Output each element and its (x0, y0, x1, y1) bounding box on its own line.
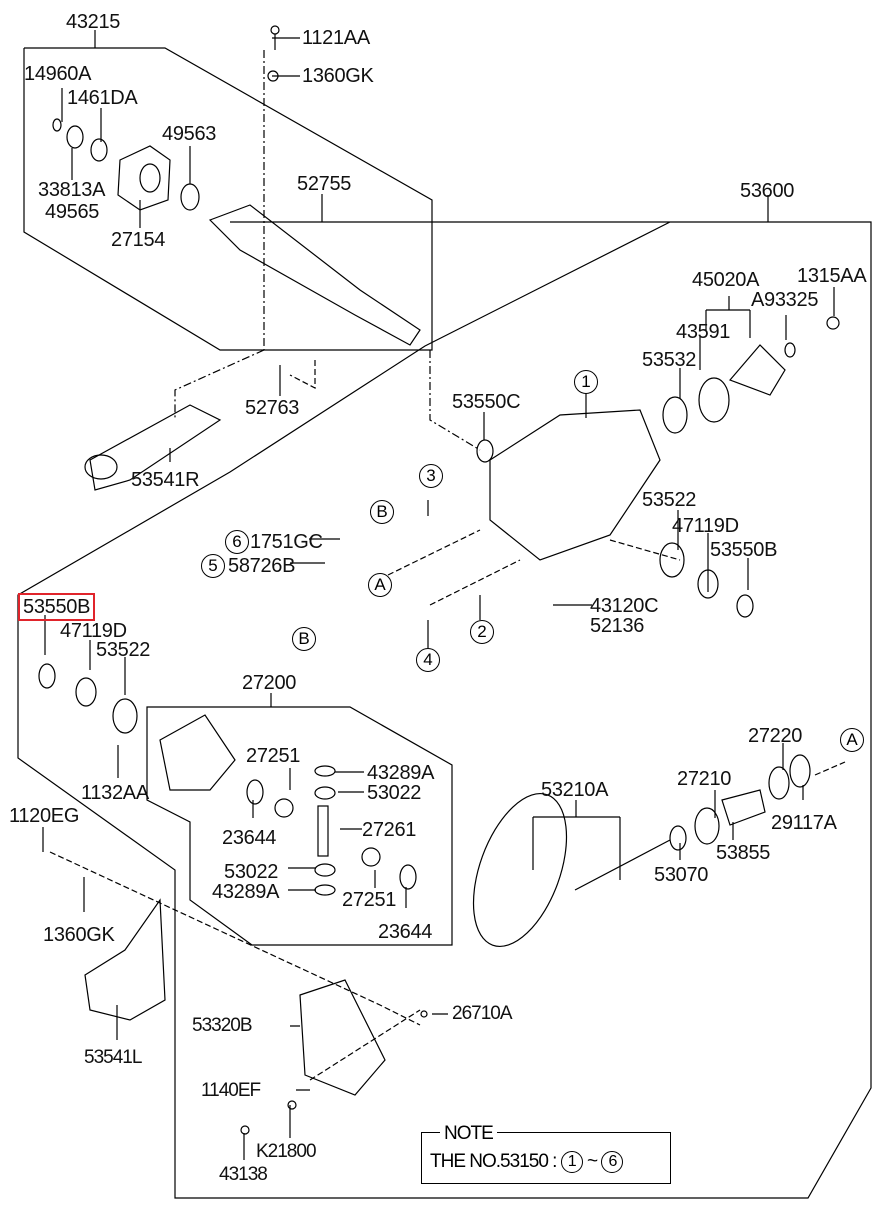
label-26710a[interactable]: 26710A (452, 1003, 513, 1024)
label-43289a-a[interactable]: 43289A (367, 762, 435, 784)
label-53550b-left-highlighted[interactable]: 53550B (17, 593, 96, 621)
label-47119d-left[interactable]: 47119D (60, 620, 127, 642)
label-23644-a[interactable]: 23644 (222, 827, 277, 849)
label-58726b[interactable]: 58726B (228, 555, 296, 577)
label-52763[interactable]: 52763 (245, 397, 300, 419)
group-53600-outline (17, 195, 872, 1199)
group-27200-outline (146, 693, 453, 946)
label-27251-a[interactable]: 27251 (246, 745, 301, 767)
label-27210[interactable]: 27210 (677, 768, 732, 790)
label-1751gc[interactable]: 1751GC (250, 531, 323, 553)
label-53541l[interactable]: 53541L (84, 1047, 142, 1068)
label-53532[interactable]: 53532 (642, 349, 697, 371)
label-53022-b[interactable]: 53022 (224, 861, 279, 883)
label-1132aa[interactable]: 1132AA (81, 782, 149, 804)
label-1120eg[interactable]: 1120EG (9, 805, 80, 827)
callout-5[interactable]: 5 (201, 554, 225, 578)
label-43215[interactable]: 43215 (66, 11, 121, 33)
label-27154[interactable]: 27154 (111, 229, 166, 251)
label-43591[interactable]: 43591 (676, 321, 731, 343)
label-27220[interactable]: 27220 (748, 725, 803, 747)
note-text: THE NO.53150 : (430, 1151, 557, 1173)
label-47119d-right[interactable]: 47119D (672, 515, 739, 537)
label-23644-b[interactable]: 23644 (378, 921, 433, 943)
label-53600[interactable]: 53600 (740, 180, 795, 202)
label-1140ef[interactable]: 1140EF (201, 1080, 261, 1101)
label-1461da[interactable]: 1461DA (67, 87, 138, 109)
label-27261[interactable]: 27261 (362, 819, 417, 841)
label-1315aa[interactable]: 1315AA (797, 265, 867, 287)
note-body: THE NO.53150 : 1 ~ 6 (430, 1151, 624, 1173)
label-1360gk-left[interactable]: 1360GK (43, 924, 115, 946)
label-43120c[interactable]: 43120C (590, 595, 659, 617)
label-1121aa[interactable]: 1121AA (302, 27, 370, 49)
label-1360gk-top[interactable]: 1360GK (302, 65, 374, 87)
label-29117a[interactable]: 29117A (771, 812, 837, 834)
label-14960a[interactable]: 14960A (24, 63, 92, 85)
label-53522-left[interactable]: 53522 (96, 639, 151, 661)
label-53522-right[interactable]: 53522 (642, 489, 697, 511)
label-49565[interactable]: 49565 (45, 201, 100, 223)
note-range-start: 1 (560, 1151, 583, 1173)
label-53541r[interactable]: 53541R (131, 469, 200, 491)
label-45020a[interactable]: 45020A (692, 269, 760, 291)
reference-b-1[interactable]: B (370, 500, 394, 524)
label-27251-b[interactable]: 27251 (342, 889, 397, 911)
group-43215-outline (23, 30, 433, 351)
callout-2[interactable]: 2 (470, 620, 494, 644)
callout-4[interactable]: 4 (416, 648, 440, 672)
label-53022-a[interactable]: 53022 (367, 782, 422, 804)
reference-a-1[interactable]: A (368, 573, 392, 597)
note-range-separator: ~ (587, 1151, 598, 1173)
label-33813a[interactable]: 33813A (38, 179, 106, 201)
label-52755[interactable]: 52755 (297, 173, 352, 195)
reference-b-2[interactable]: B (292, 627, 316, 651)
label-43289a-b[interactable]: 43289A (212, 881, 280, 903)
reference-a-2[interactable]: A (840, 728, 864, 752)
label-53070[interactable]: 53070 (654, 864, 709, 886)
group-53210a-bracket (532, 800, 621, 880)
note-title: NOTE (440, 1123, 497, 1145)
label-53550b-right[interactable]: 53550B (710, 539, 778, 561)
note-range-end: 6 (601, 1151, 624, 1173)
label-27200[interactable]: 27200 (242, 672, 297, 694)
label-52136[interactable]: 52136 (590, 615, 645, 637)
label-k21800[interactable]: K21800 (256, 1141, 317, 1162)
label-a93325[interactable]: A93325 (751, 289, 819, 311)
callout-6[interactable]: 6 (225, 530, 249, 554)
label-53855[interactable]: 53855 (716, 842, 771, 864)
callout-3[interactable]: 3 (419, 464, 443, 488)
callout-1[interactable]: 1 (574, 370, 598, 394)
label-53320b[interactable]: 53320B (192, 1015, 253, 1036)
label-53210a[interactable]: 53210A (541, 779, 609, 801)
note-box: NOTE THE NO.53150 : 1 ~ 6 (421, 1123, 671, 1184)
label-43138[interactable]: 43138 (219, 1164, 268, 1185)
label-53550c[interactable]: 53550C (452, 391, 521, 413)
label-49563[interactable]: 49563 (162, 123, 217, 145)
